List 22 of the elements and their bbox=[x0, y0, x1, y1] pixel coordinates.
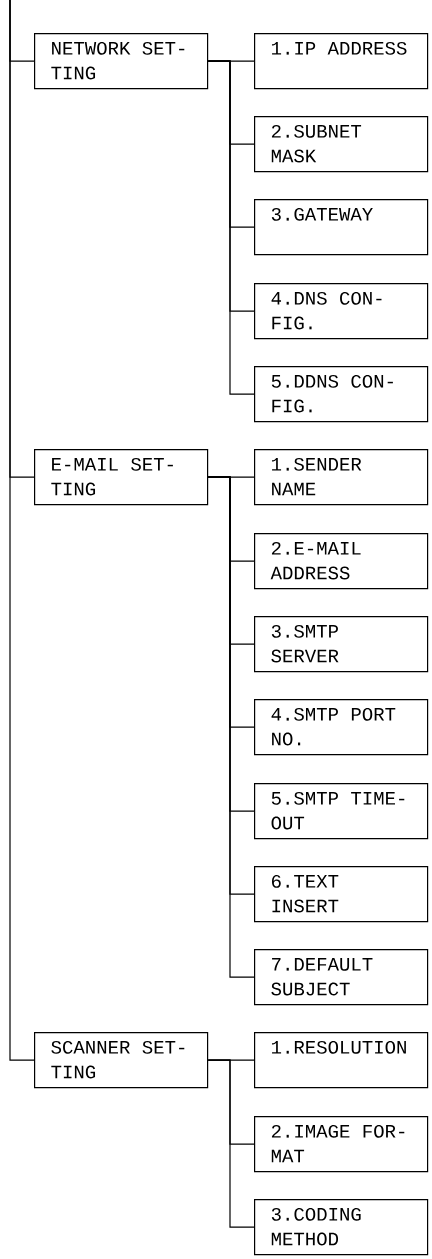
menu-box: 4.DNS CON- FIG. bbox=[254, 283, 429, 340]
connector-line bbox=[207, 476, 255, 978]
connector-line bbox=[9, 0, 35, 1061]
menu-box: 2.IMAGE FOR- MAT bbox=[254, 1116, 429, 1173]
menu-box: 6.TEXT INSERT bbox=[254, 866, 429, 923]
menu-box: 2.E-MAIL ADDRESS bbox=[254, 533, 429, 590]
menu-box: NETWORK SET- TING bbox=[34, 33, 209, 90]
menu-box: 5.DDNS CON- FIG. bbox=[254, 366, 429, 423]
menu-box: 5.SMTP TIME- OUT bbox=[254, 783, 429, 840]
connector-line bbox=[207, 60, 255, 395]
menu-box: 3.CODING METHOD bbox=[254, 1199, 429, 1256]
menu-box: 3.SMTP SERVER bbox=[254, 616, 429, 673]
menu-box: 4.SMTP PORT NO. bbox=[254, 699, 429, 756]
menu-box: E-MAIL SET- TING bbox=[34, 449, 209, 506]
connector-line bbox=[207, 1059, 255, 1228]
menu-box: 1.IP ADDRESS bbox=[254, 33, 429, 90]
menu-box: 1.RESOLUTION bbox=[254, 1032, 429, 1089]
menu-box: 1.SENDER NAME bbox=[254, 449, 429, 506]
menu-box: 7.DEFAULT SUBJECT bbox=[254, 949, 429, 1006]
menu-box: SCANNER SET- TING bbox=[34, 1032, 209, 1089]
menu-box: 2.SUBNET MASK bbox=[254, 116, 429, 173]
menu-box: 3.GATEWAY bbox=[254, 199, 429, 256]
